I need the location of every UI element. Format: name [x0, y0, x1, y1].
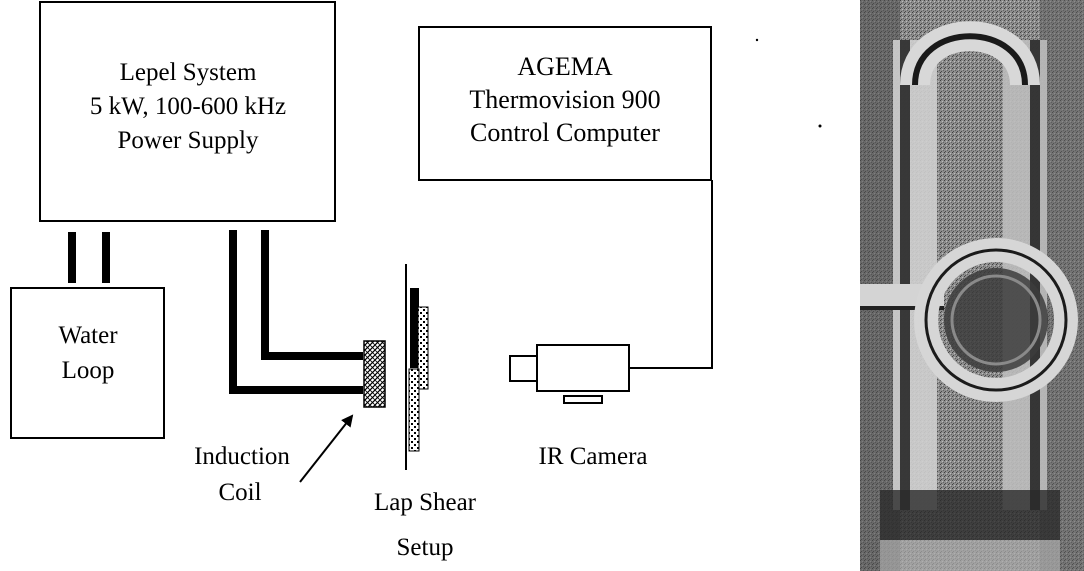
stray-dot: [818, 124, 822, 128]
induction-coil-label-line-1: Induction: [194, 443, 290, 470]
power-supply-line-1: Lepel System: [120, 59, 257, 86]
stray-dot: [755, 38, 759, 42]
control-computer-box: AGEMA Thermovision 900 Control Computer: [418, 26, 712, 181]
coil-lead-outer: [229, 230, 363, 394]
power-supply-line-3: Power Supply: [118, 127, 259, 154]
coil-photo: [860, 0, 1084, 571]
induction-coil-label-line-2: Coil: [218, 479, 261, 506]
power-supply-box: Lepel System 5 kW, 100-600 kHz Power Sup…: [39, 1, 336, 222]
camera-cable: [630, 180, 713, 369]
water-loop-line-1: Water: [58, 322, 118, 349]
lap-shear-fixture-icon: [405, 264, 429, 470]
water-loop-box: Water Loop: [10, 287, 165, 439]
coil-lead-inner: [261, 230, 363, 360]
lap-shear-label-line-2: Setup: [397, 534, 454, 561]
power-supply-line-2: 5 kW, 100-600 kHz: [90, 93, 286, 120]
control-computer-line-1: AGEMA: [517, 52, 613, 81]
water-loop-line-2: Loop: [62, 357, 115, 384]
control-computer-line-3: Control Computer: [470, 118, 660, 147]
control-computer-line-2: Thermovision 900: [469, 85, 660, 114]
lap-shear-label-line-1: Lap Shear: [374, 489, 477, 516]
ir-camera-label: IR Camera: [539, 443, 648, 470]
induction-coil-arrow: [299, 414, 354, 483]
induction-coil-icon: [363, 340, 386, 408]
ir-camera-icon: [509, 344, 630, 404]
